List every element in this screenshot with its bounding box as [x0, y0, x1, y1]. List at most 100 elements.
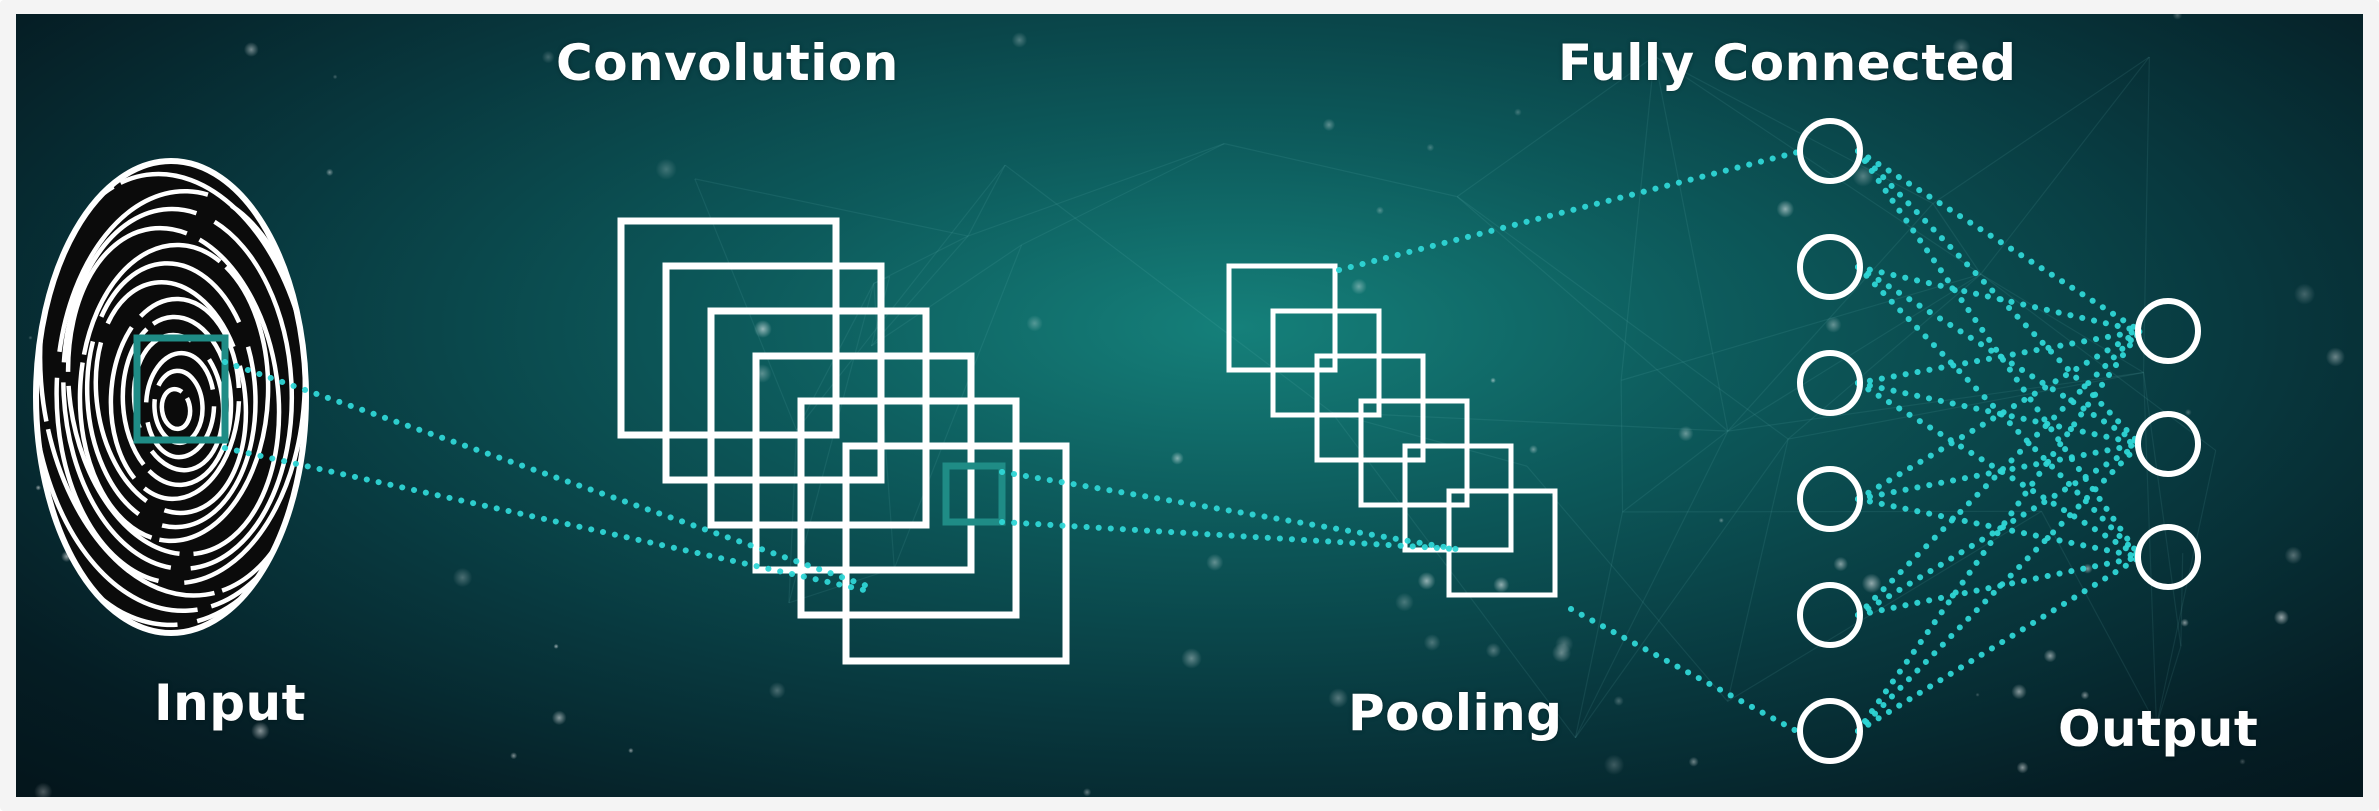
background-particle	[768, 682, 786, 699]
fully-connected-label: Fully Connected	[1558, 34, 2017, 92]
convolution-map	[842, 442, 1070, 665]
background-line	[1980, 273, 2217, 451]
background-line	[967, 164, 1006, 237]
fingerprint-ridge	[120, 314, 234, 488]
background-particle	[2184, 408, 2192, 416]
background-particle	[551, 710, 567, 726]
fingerprint-ridge	[77, 242, 271, 544]
background-particles	[28, 14, 2346, 797]
background-network-lines	[153, 55, 2217, 739]
background-line	[873, 235, 969, 284]
background-particle	[628, 747, 634, 754]
output-node	[2135, 298, 2201, 364]
background-particle	[1328, 688, 1349, 708]
background-line	[1331, 411, 1728, 432]
background-particle	[2016, 761, 2029, 774]
dotted-connection	[1855, 496, 2143, 560]
background-particle	[2284, 546, 2303, 565]
dotted-connection	[1855, 554, 2143, 734]
background-particle	[2180, 618, 2189, 627]
dotted-connections	[222, 148, 2143, 737]
background-particle	[553, 643, 559, 649]
background-line	[1526, 465, 1729, 702]
convolution-map	[617, 217, 840, 439]
background-line	[967, 143, 1225, 237]
background-particle	[1514, 108, 1522, 117]
convolution-map	[662, 262, 885, 484]
background-particle	[1181, 648, 1202, 669]
background-particle	[1833, 556, 1848, 572]
output-node	[2135, 411, 2201, 477]
background-line	[1932, 203, 1982, 275]
background-particle	[2293, 283, 2316, 305]
background-particle	[2011, 684, 2027, 700]
background-particle	[1975, 692, 1980, 697]
background-line	[1727, 371, 2144, 432]
convolution-map	[797, 397, 1020, 619]
background-particle	[541, 50, 555, 64]
background-particle	[243, 42, 259, 57]
cnn-diagram: Input Convolution Pooling Fully Connecte…	[16, 14, 2363, 797]
background-line	[796, 164, 1006, 431]
convolution-label: Convolution	[556, 34, 899, 92]
background-particle	[2239, 758, 2246, 765]
pooling-map	[1358, 398, 1470, 508]
background-particle	[1395, 592, 1414, 612]
background-particle	[1350, 278, 1367, 295]
dotted-connection	[1855, 328, 2143, 734]
dotted-connection	[1336, 148, 1805, 273]
background-particle	[1026, 315, 1043, 332]
pooling-map	[1270, 308, 1382, 418]
background-particle	[1426, 143, 1435, 152]
background-particle	[332, 74, 338, 80]
background-particle	[1776, 200, 1795, 218]
background-particle	[1825, 316, 1842, 333]
convolution-map	[707, 307, 930, 529]
background-particle	[1417, 572, 1436, 590]
background-particle	[1718, 517, 1724, 523]
background-line	[1932, 56, 2150, 204]
input-label: Input	[154, 674, 306, 732]
background-particle	[2325, 347, 2346, 367]
background-line	[1727, 438, 1789, 702]
fully-connected-node	[1797, 234, 1863, 300]
background-particle	[1490, 377, 1496, 384]
background-line	[1331, 411, 1528, 467]
background-particle	[34, 782, 53, 797]
background-line	[2142, 372, 2158, 726]
fingerprint-ridge	[108, 296, 242, 502]
background-line	[2155, 450, 2217, 726]
background-line	[1004, 164, 1333, 413]
background-line	[1622, 430, 1729, 513]
dotted-connection	[1855, 554, 2143, 618]
background-line	[1574, 430, 1729, 739]
dotted-connection	[1855, 380, 2143, 447]
background-particle	[35, 484, 42, 491]
output-layer	[2135, 298, 2201, 590]
background-particle	[1528, 444, 1538, 454]
background-line	[1574, 438, 1789, 739]
dotted-connection	[1855, 264, 2143, 560]
background-line	[1980, 56, 2150, 275]
output-label: Output	[2058, 700, 2259, 758]
dotted-connection	[1568, 606, 1805, 737]
dotted-connection	[1855, 380, 2143, 560]
background-particle	[2273, 609, 2289, 625]
background-line	[1021, 143, 1225, 246]
background-line	[1456, 196, 1729, 432]
background-line	[1574, 511, 1624, 738]
background-particle	[510, 752, 518, 760]
background-particle	[1861, 573, 1882, 594]
background-particle	[2172, 14, 2183, 20]
background-particle	[1206, 553, 1224, 571]
background-particle	[1952, 38, 1971, 57]
background-line	[1620, 380, 1624, 512]
fingerprint-ridge	[84, 261, 258, 530]
background-line	[1727, 273, 1982, 432]
convolution-map	[752, 352, 975, 574]
dotted-connection	[1855, 264, 2143, 334]
background-line	[870, 235, 969, 347]
background-particle	[753, 320, 772, 338]
background-particle	[1423, 634, 1441, 651]
dotted-connection	[222, 445, 876, 595]
